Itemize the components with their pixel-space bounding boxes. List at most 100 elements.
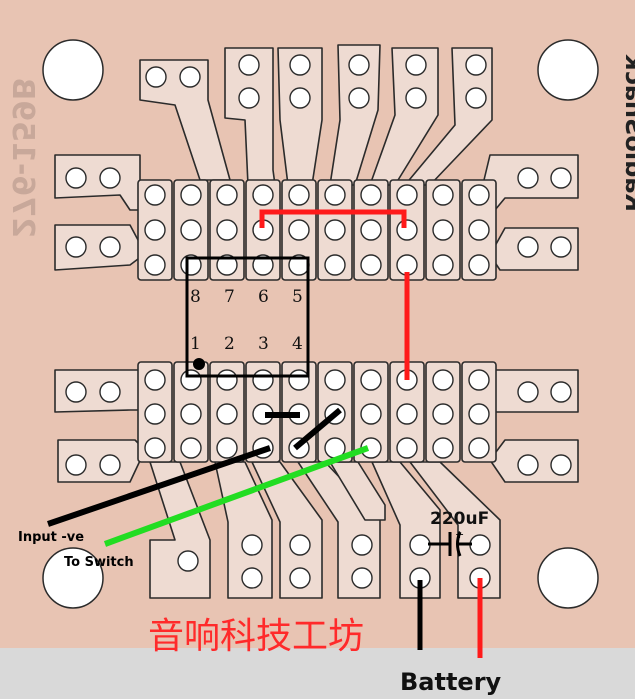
ic-pin-2: 2 <box>224 334 235 354</box>
ic-pin-7: 7 <box>224 287 235 307</box>
black-wire-input <box>47 445 271 527</box>
part-number-mirrored: 276-159B <box>5 77 40 238</box>
pad-hole <box>324 219 346 241</box>
pad-hole <box>405 54 427 76</box>
mounting-hole-top-left <box>42 39 104 101</box>
pad-hole <box>348 54 370 76</box>
pad-hole <box>550 381 572 403</box>
pad-hole <box>144 219 166 241</box>
pad-hole <box>465 87 487 109</box>
pad-hole <box>517 381 539 403</box>
pad-hole <box>180 184 202 206</box>
pad-hole <box>468 369 490 391</box>
watermark-text: 音响科技工坊 <box>148 616 364 657</box>
pad-hole <box>289 87 311 109</box>
pad-hole <box>289 534 311 556</box>
ic-pin-8: 8 <box>190 287 201 307</box>
pad-hole <box>468 184 490 206</box>
pad-hole <box>409 534 431 556</box>
pad-hole <box>252 254 274 276</box>
pad-hole <box>99 236 121 258</box>
pad-hole <box>351 534 373 556</box>
ic-pin-6: 6 <box>258 287 269 307</box>
pad-hole <box>180 219 202 241</box>
pad-hole <box>177 550 199 572</box>
switch-label: To Switch <box>64 555 134 570</box>
pad-hole <box>360 254 382 276</box>
pad-hole <box>238 54 260 76</box>
pad-hole <box>465 54 487 76</box>
pad-hole <box>324 369 346 391</box>
pad-hole <box>468 403 490 425</box>
pad-hole <box>469 534 491 556</box>
pad-hole <box>432 437 454 459</box>
pad-hole <box>238 87 260 109</box>
pad-hole <box>216 254 238 276</box>
pad-hole <box>65 236 87 258</box>
pad-hole <box>517 236 539 258</box>
pad-hole <box>396 437 418 459</box>
pad-hole <box>396 219 418 241</box>
bottom-strip <box>0 648 635 699</box>
mounting-hole-top-right <box>537 39 599 101</box>
pad-hole <box>65 381 87 403</box>
pad-hole <box>550 236 572 258</box>
pad-hole <box>65 454 87 476</box>
pad-hole <box>360 184 382 206</box>
pad-hole <box>252 184 274 206</box>
pad-hole <box>348 87 370 109</box>
pad-hole <box>241 567 263 589</box>
pad-hole <box>517 167 539 189</box>
pad-hole <box>288 219 310 241</box>
green-wire-switch <box>103 445 370 547</box>
pad-hole <box>99 167 121 189</box>
pad-hole <box>468 437 490 459</box>
pad-hole <box>432 369 454 391</box>
top-fanout-traces <box>139 44 493 186</box>
pad-hole <box>468 219 490 241</box>
pad-hole <box>517 454 539 476</box>
pad-hole <box>216 219 238 241</box>
pad-hole <box>289 567 311 589</box>
pad-hole <box>289 54 311 76</box>
pad-hole <box>550 167 572 189</box>
pad-hole <box>432 184 454 206</box>
pad-hole <box>550 454 572 476</box>
pad-hole <box>432 219 454 241</box>
wires <box>47 209 483 658</box>
pad-hole <box>216 437 238 459</box>
radioshack-brand-mirrored: RadioShack <box>620 54 635 212</box>
pad-hole <box>99 454 121 476</box>
pad-hole <box>432 254 454 276</box>
ic-pin-3: 3 <box>258 334 269 354</box>
pin1-dot-icon <box>193 358 205 370</box>
pad-hole <box>324 184 346 206</box>
pad-hole <box>144 369 166 391</box>
pad-hole <box>216 184 238 206</box>
red-jumper-top <box>259 209 407 228</box>
ic-pin-4: 4 <box>292 334 303 354</box>
input-label: Input -ve <box>18 530 84 545</box>
pad-hole <box>360 219 382 241</box>
mounting-hole-bottom-left <box>42 547 104 609</box>
black-switch-link <box>293 407 342 451</box>
pad-hole <box>360 403 382 425</box>
pad-hole <box>65 167 87 189</box>
pad-hole <box>144 437 166 459</box>
pad-hole <box>144 403 166 425</box>
pad-hole <box>216 369 238 391</box>
ic-chip: 8 7 6 5 1 2 3 4 <box>185 256 310 378</box>
pad-hole <box>396 184 418 206</box>
pad-hole <box>180 369 202 391</box>
pad-hole <box>288 184 310 206</box>
pad-hole <box>144 184 166 206</box>
pad-hole <box>179 66 201 88</box>
pad-hole <box>252 369 274 391</box>
pad-hole <box>324 254 346 276</box>
pad-hole <box>360 369 382 391</box>
capacitor-symbol: + 220uF <box>428 509 489 557</box>
capacitor-label: 220uF <box>430 509 489 529</box>
pad-hole <box>99 381 121 403</box>
pad-hole <box>405 87 427 109</box>
